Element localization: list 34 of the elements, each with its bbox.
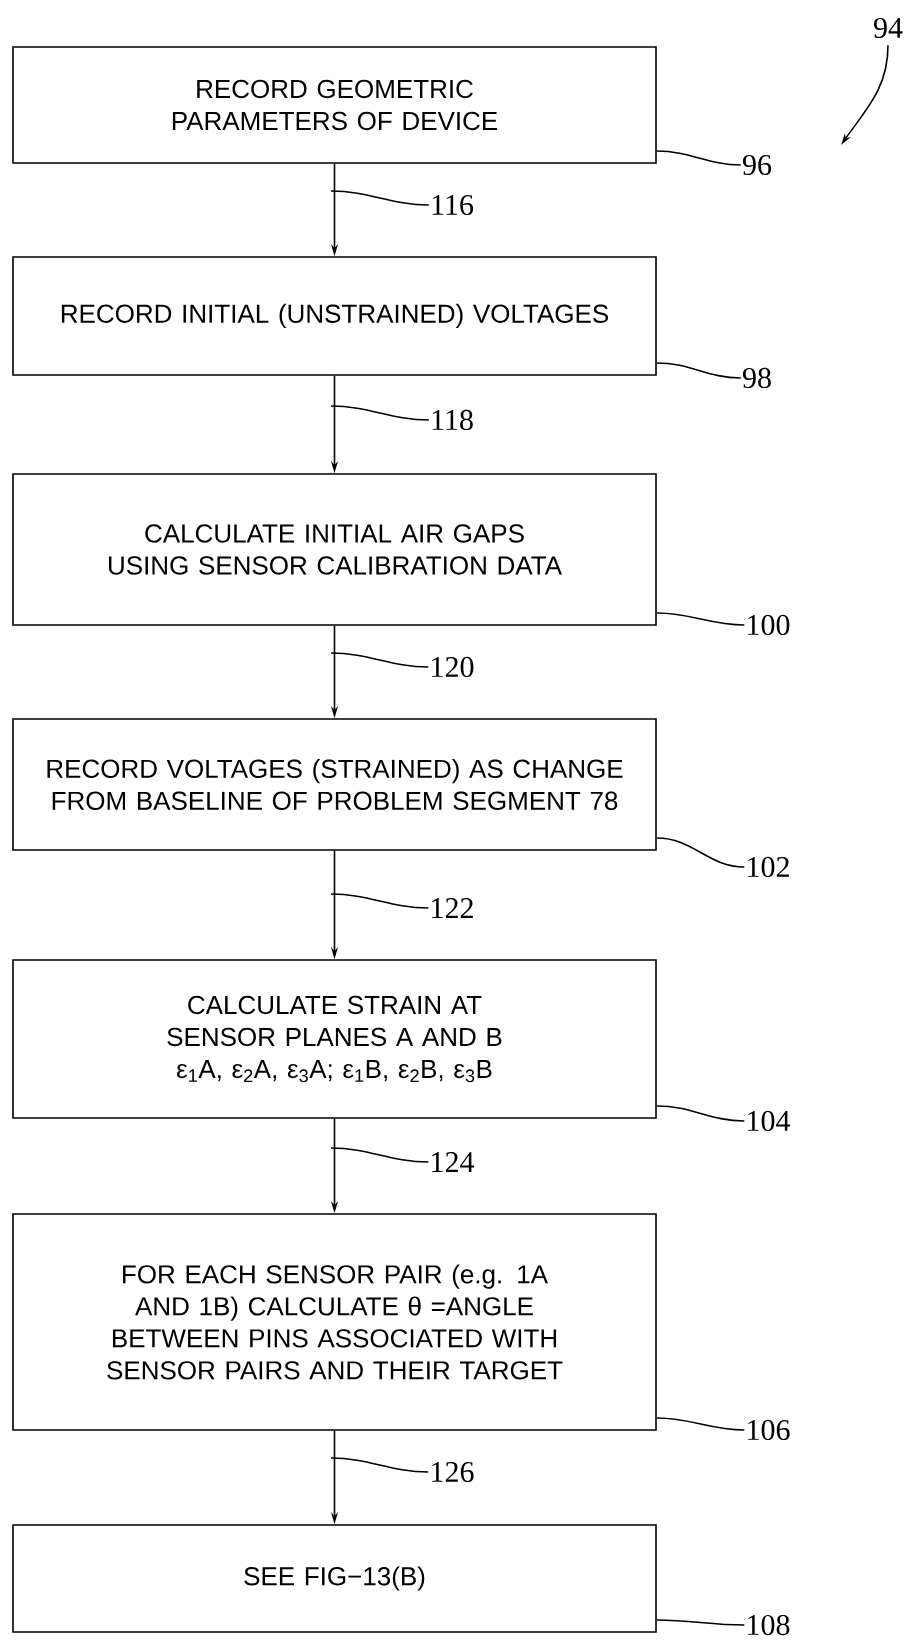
reference-numeral: 106 <box>748 1419 790 1441</box>
process-box: RECORD GEOMETRIC PARAMETERS OF DEVICE <box>12 46 657 164</box>
leader-line <box>656 1619 746 1626</box>
process-box: SEE FIG−13(B) <box>12 1524 657 1633</box>
process-box: RECORD VOLTAGES (STRAINED) AS CHANGE FROM BASELINE OF PROBLEM SEGMENT 78 <box>12 718 657 851</box>
leader-line <box>330 1457 430 1473</box>
process-box: CALCULATE STRAIN AT SENSOR PLANES A AND B ε$_{1}$A, ε$_{2}$A, ε$_{3}$A; ε$_{1}$B, ε$_{2}$B, ε$_{3}$B <box>12 959 657 1119</box>
reference-numeral: 118 <box>432 409 473 431</box>
leader-line <box>330 190 430 206</box>
reference-numeral: 98 <box>743 367 771 389</box>
reference-numeral: 94 <box>874 17 903 39</box>
reference-numeral: 122 <box>432 898 473 918</box>
reference-numeral: 108 <box>748 1614 790 1636</box>
reference-numeral: 124 <box>432 1152 475 1172</box>
process-box: FOR EACH SENSOR PAIR (e.g. 1A AND 1B) CALCULATE θ =ANGLE BETWEEN PINS ASSOCIATED WITH SENSOR PAIRS AND THEIR TARGET <box>12 1213 657 1431</box>
leader-line <box>330 1147 430 1163</box>
leader-line <box>656 150 742 166</box>
leader-line <box>656 1105 746 1122</box>
leader-line <box>656 362 742 379</box>
reference-numeral: 104 <box>748 1110 791 1132</box>
reference-numeral: 102 <box>748 856 789 878</box>
reference-numeral: 100 <box>748 614 790 636</box>
leader-line <box>656 612 746 626</box>
leader-line <box>330 893 430 909</box>
leader-line <box>656 1417 746 1431</box>
reference-numeral: 126 <box>432 1461 474 1483</box>
reference-numeral: 120 <box>432 656 474 678</box>
process-box: RECORD INITIAL (UNSTRAINED) VOLTAGES <box>12 256 657 376</box>
process-box: CALCULATE INITIAL AIR GAPS USING SENSOR CALIBRATION DATA <box>12 473 657 626</box>
leader-line <box>656 837 746 868</box>
reference-numeral: 116 <box>432 194 474 216</box>
reference-numeral: 96 <box>743 154 772 176</box>
leader-line <box>330 405 430 421</box>
leader-line <box>330 652 430 668</box>
